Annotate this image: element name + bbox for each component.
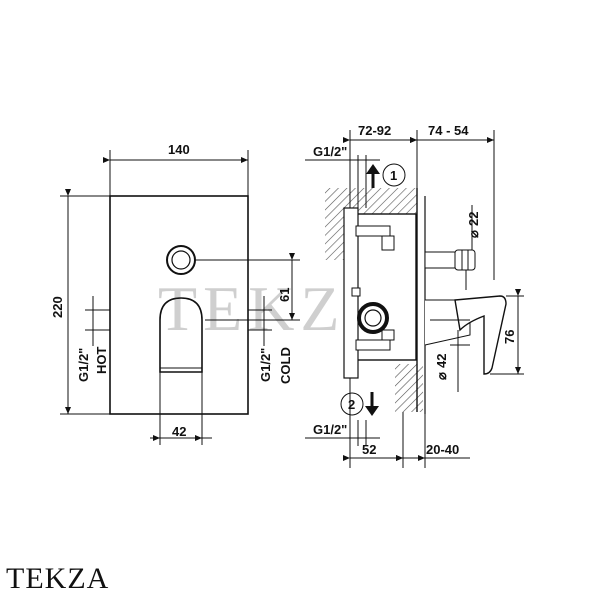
cold-label: COLD (278, 347, 293, 384)
dim-bottom-depth: 52 (362, 442, 376, 457)
outlet-2-label: 2 (348, 397, 355, 412)
diverter-stem (424, 251, 456, 269)
wall-hatching-bottom (395, 364, 423, 412)
bottom-thread-label: G1/2" (313, 422, 347, 437)
hot-label: HOT (94, 347, 109, 375)
diameter-symbol-42: ⌀ (434, 372, 449, 380)
dim-bottom-protrusion: 20-40 (426, 442, 459, 457)
dim-top-depth: 72-92 (358, 123, 391, 138)
dim-width: 140 (168, 142, 190, 157)
brand-logo: TEKZA (6, 562, 110, 595)
mixer-lever (159, 297, 203, 373)
hot-thread-label: G1/2" (76, 348, 91, 382)
inlet-port (357, 302, 389, 334)
diverter-knob-inner (171, 250, 191, 270)
dim-center-offset: 61 (277, 288, 292, 302)
flow-arrows (365, 164, 380, 416)
lever-profile (454, 295, 507, 375)
dim-handle-height: 76 (502, 330, 517, 344)
outlet-1-label: 1 (390, 168, 397, 183)
diverter-knob (166, 245, 196, 275)
outlet-1-marker (382, 163, 406, 187)
top-thread-label: G1/2" (313, 144, 347, 159)
front-view (60, 150, 300, 445)
dim-handle-width: 42 (172, 424, 186, 439)
dim-height: 220 (50, 296, 65, 318)
side-view (305, 130, 524, 468)
arrow-down-icon (365, 406, 379, 416)
arrow-up-icon (366, 164, 380, 174)
outlet-2-marker (340, 392, 364, 416)
cover-plate (109, 195, 249, 415)
diameter-symbol-22: ⌀ (466, 230, 481, 238)
dim-top-protrusion: 74 - 54 (428, 123, 469, 138)
dim-pipe-diameter: 22 (466, 212, 481, 226)
cold-thread-label: G1/2" (258, 348, 273, 382)
dim-handle-diameter: 42 (434, 354, 449, 368)
